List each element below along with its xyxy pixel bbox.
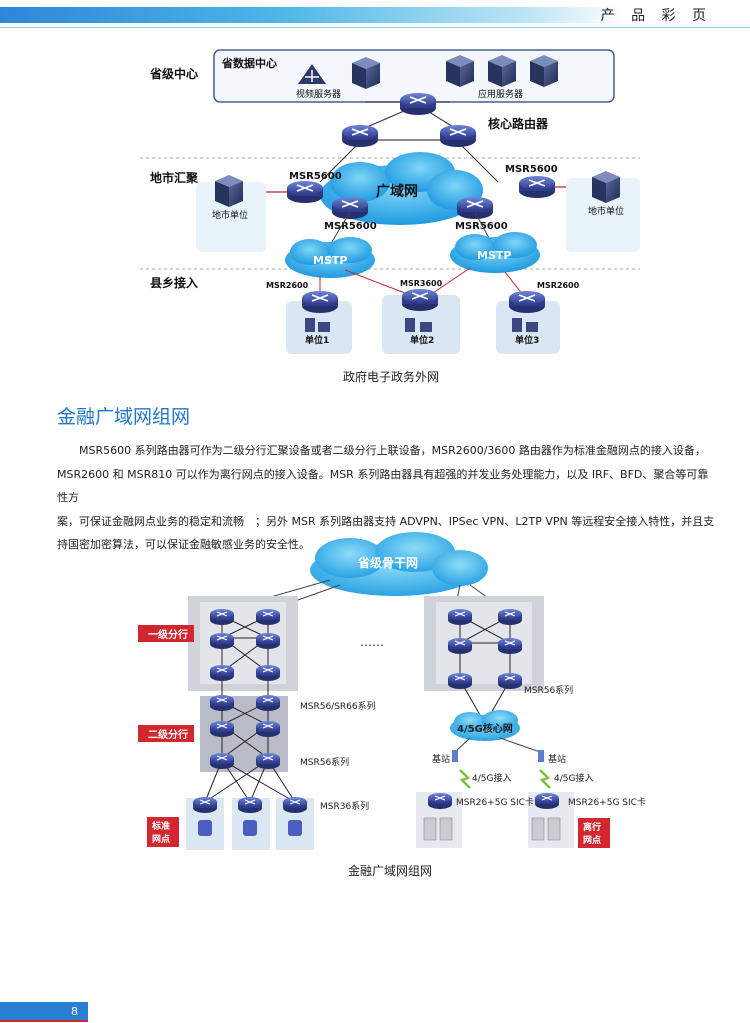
workstation-icons: [305, 318, 538, 332]
paragraph-line-2: MSR2600 和 MSR810 可以作为离行网点的接入设备。MSR 系列路由器…: [57, 467, 709, 505]
standard-branch-tag: [147, 817, 179, 847]
datacenter-label: 省数据中心: [221, 56, 277, 70]
mstp-cloud-left: [285, 237, 375, 278]
mstp-label-right: MSTP: [477, 249, 511, 262]
page-number: 8: [71, 1005, 78, 1018]
ellipsis: ……: [360, 635, 384, 649]
standard-branch-label-1: 标准: [151, 820, 170, 832]
msr2600-label-left: MSR2600: [266, 281, 309, 290]
sic-label-left: MSR26+5G SIC卡: [456, 796, 534, 808]
msr5600-label-b: MSR5600: [505, 164, 558, 175]
video-server-icon: [298, 64, 326, 84]
msr3600-label: MSR3600: [400, 279, 443, 288]
section-paragraph: MSR5600 系列路由器可作为二级分行汇聚设备或者二级分行上联设备，MSR26…: [57, 439, 717, 557]
header-bar: [0, 0, 750, 28]
base-station-icons: [452, 750, 544, 762]
section-title: 金融广域网组网: [57, 406, 191, 428]
unit1-label: 单位1: [305, 334, 329, 346]
access-label-left: 4/5G接入: [472, 772, 511, 784]
city-building-icon-right: [592, 171, 620, 203]
msr2600-router-icon-right: [508, 290, 546, 314]
city-building-icon-left: [215, 175, 243, 207]
app-server-icon-1: [446, 55, 474, 87]
diagram-egov-network: 省级中心 地市汇聚 县乡接入 省数据中心 视频服务器 应用服务器 核心路由器 广…: [140, 49, 640, 354]
base-station-label-right: 基站: [548, 753, 566, 765]
msr56-label-right: MSR56系列: [524, 684, 573, 696]
app-server-label: 应用服务器: [478, 88, 523, 100]
msr5600-label-d: MSR5600: [455, 221, 508, 232]
server-icon: [352, 57, 380, 89]
level-label-city: 地市汇聚: [150, 170, 199, 185]
msr36-label: MSR36系列: [320, 800, 369, 812]
unit3-label: 单位3: [515, 334, 539, 346]
msr56-label-left: MSR56系列: [300, 756, 349, 768]
base-station-label-left: 基站: [432, 753, 450, 765]
access-label-right: 4/5G接入: [554, 772, 593, 784]
core-net-label: 4/5G核心网: [457, 722, 513, 735]
core-switch-icon: [399, 92, 437, 116]
tier1-label: 一级分行: [148, 628, 188, 641]
msr56-sr66-label: MSR56/SR66系列: [300, 700, 376, 712]
mstp-label-left: MSTP: [313, 254, 347, 267]
header-gradient: [0, 7, 625, 23]
offsite-branch-label-1: 离行: [583, 821, 601, 833]
city-unit-label-right: 地市单位: [588, 205, 624, 217]
city-unit-box-right: [566, 178, 640, 252]
backbone-cloud: [310, 532, 488, 596]
msr5600-label-c: MSR5600: [324, 221, 377, 232]
diagram1-caption: 政府电子政务外网: [343, 370, 440, 384]
backbone-label: 省级骨干网: [357, 555, 418, 570]
msr2600-label-right: MSR2600: [537, 281, 580, 290]
msr5600-router-icon-a: [286, 180, 324, 204]
branch-device-icons: [198, 820, 302, 836]
diagram2-caption: 金融广域网组网: [348, 864, 433, 878]
msr5600-router-icon-d: [456, 196, 494, 220]
diagram-finance-wan: 省级骨干网 一级分行 …… 二级分行 MSR56/SR66系列 MSR56系列 …: [138, 532, 646, 850]
msr5600-router-icon-b: [518, 175, 556, 199]
unit2-label: 单位2: [410, 334, 434, 346]
header-title: 产 品 彩 页: [600, 8, 712, 24]
app-server-icon-2: [488, 55, 516, 87]
offsite-branch-tag: [578, 818, 610, 848]
video-server-label: 视频服务器: [296, 88, 341, 100]
level-label-county: 县乡接入: [150, 275, 198, 290]
msr2600-router-icon-left: [301, 290, 339, 314]
paragraph-line-1: MSR5600 系列路由器可作为二级分行汇聚设备或者二级分行上联设备，MSR26…: [79, 444, 706, 457]
level-label-province: 省级中心: [149, 66, 198, 81]
wireless-bolt-right: [539, 769, 551, 789]
wan-label: 广域网: [376, 183, 418, 200]
msr5600-router-icon-c: [331, 196, 369, 220]
sic-label-right: MSR26+5G SIC卡: [568, 796, 646, 808]
paragraph-line-3: 案，可保证金融网点业务的稳定和流畅 ；另外 MSR 系列路由器支持 ADVPN、…: [57, 514, 715, 528]
tier2-label: 二级分行: [148, 728, 188, 741]
core-router-icon-right: [439, 124, 477, 148]
tier1-tag: [138, 625, 194, 642]
standard-branch-label-2: 网点: [152, 833, 170, 845]
msr3600-router-icon: [401, 288, 439, 312]
core-router-label: 核心路由器: [488, 116, 549, 131]
core-net-cloud: [450, 710, 520, 741]
page-number-tab: 8: [0, 1002, 88, 1020]
header-divider: [0, 27, 750, 28]
core-router-icon-left: [341, 124, 379, 148]
offsite-branch-label-2: 网点: [583, 834, 601, 846]
page-number-underline: [0, 1020, 88, 1022]
tier2-tag: [138, 725, 194, 742]
atm-icons: [423, 817, 561, 841]
app-server-icon-3: [530, 55, 558, 87]
wireless-bolt-left: [459, 769, 471, 789]
city-unit-box-left: [196, 182, 266, 252]
city-unit-label-left: 地市单位: [212, 209, 248, 221]
paragraph-line-4: 持国密加密算法，可以保证金融敏感业务的安全性。: [57, 538, 310, 551]
msr5600-label-a: MSR5600: [289, 171, 342, 182]
mstp-cloud-right: [450, 232, 540, 273]
